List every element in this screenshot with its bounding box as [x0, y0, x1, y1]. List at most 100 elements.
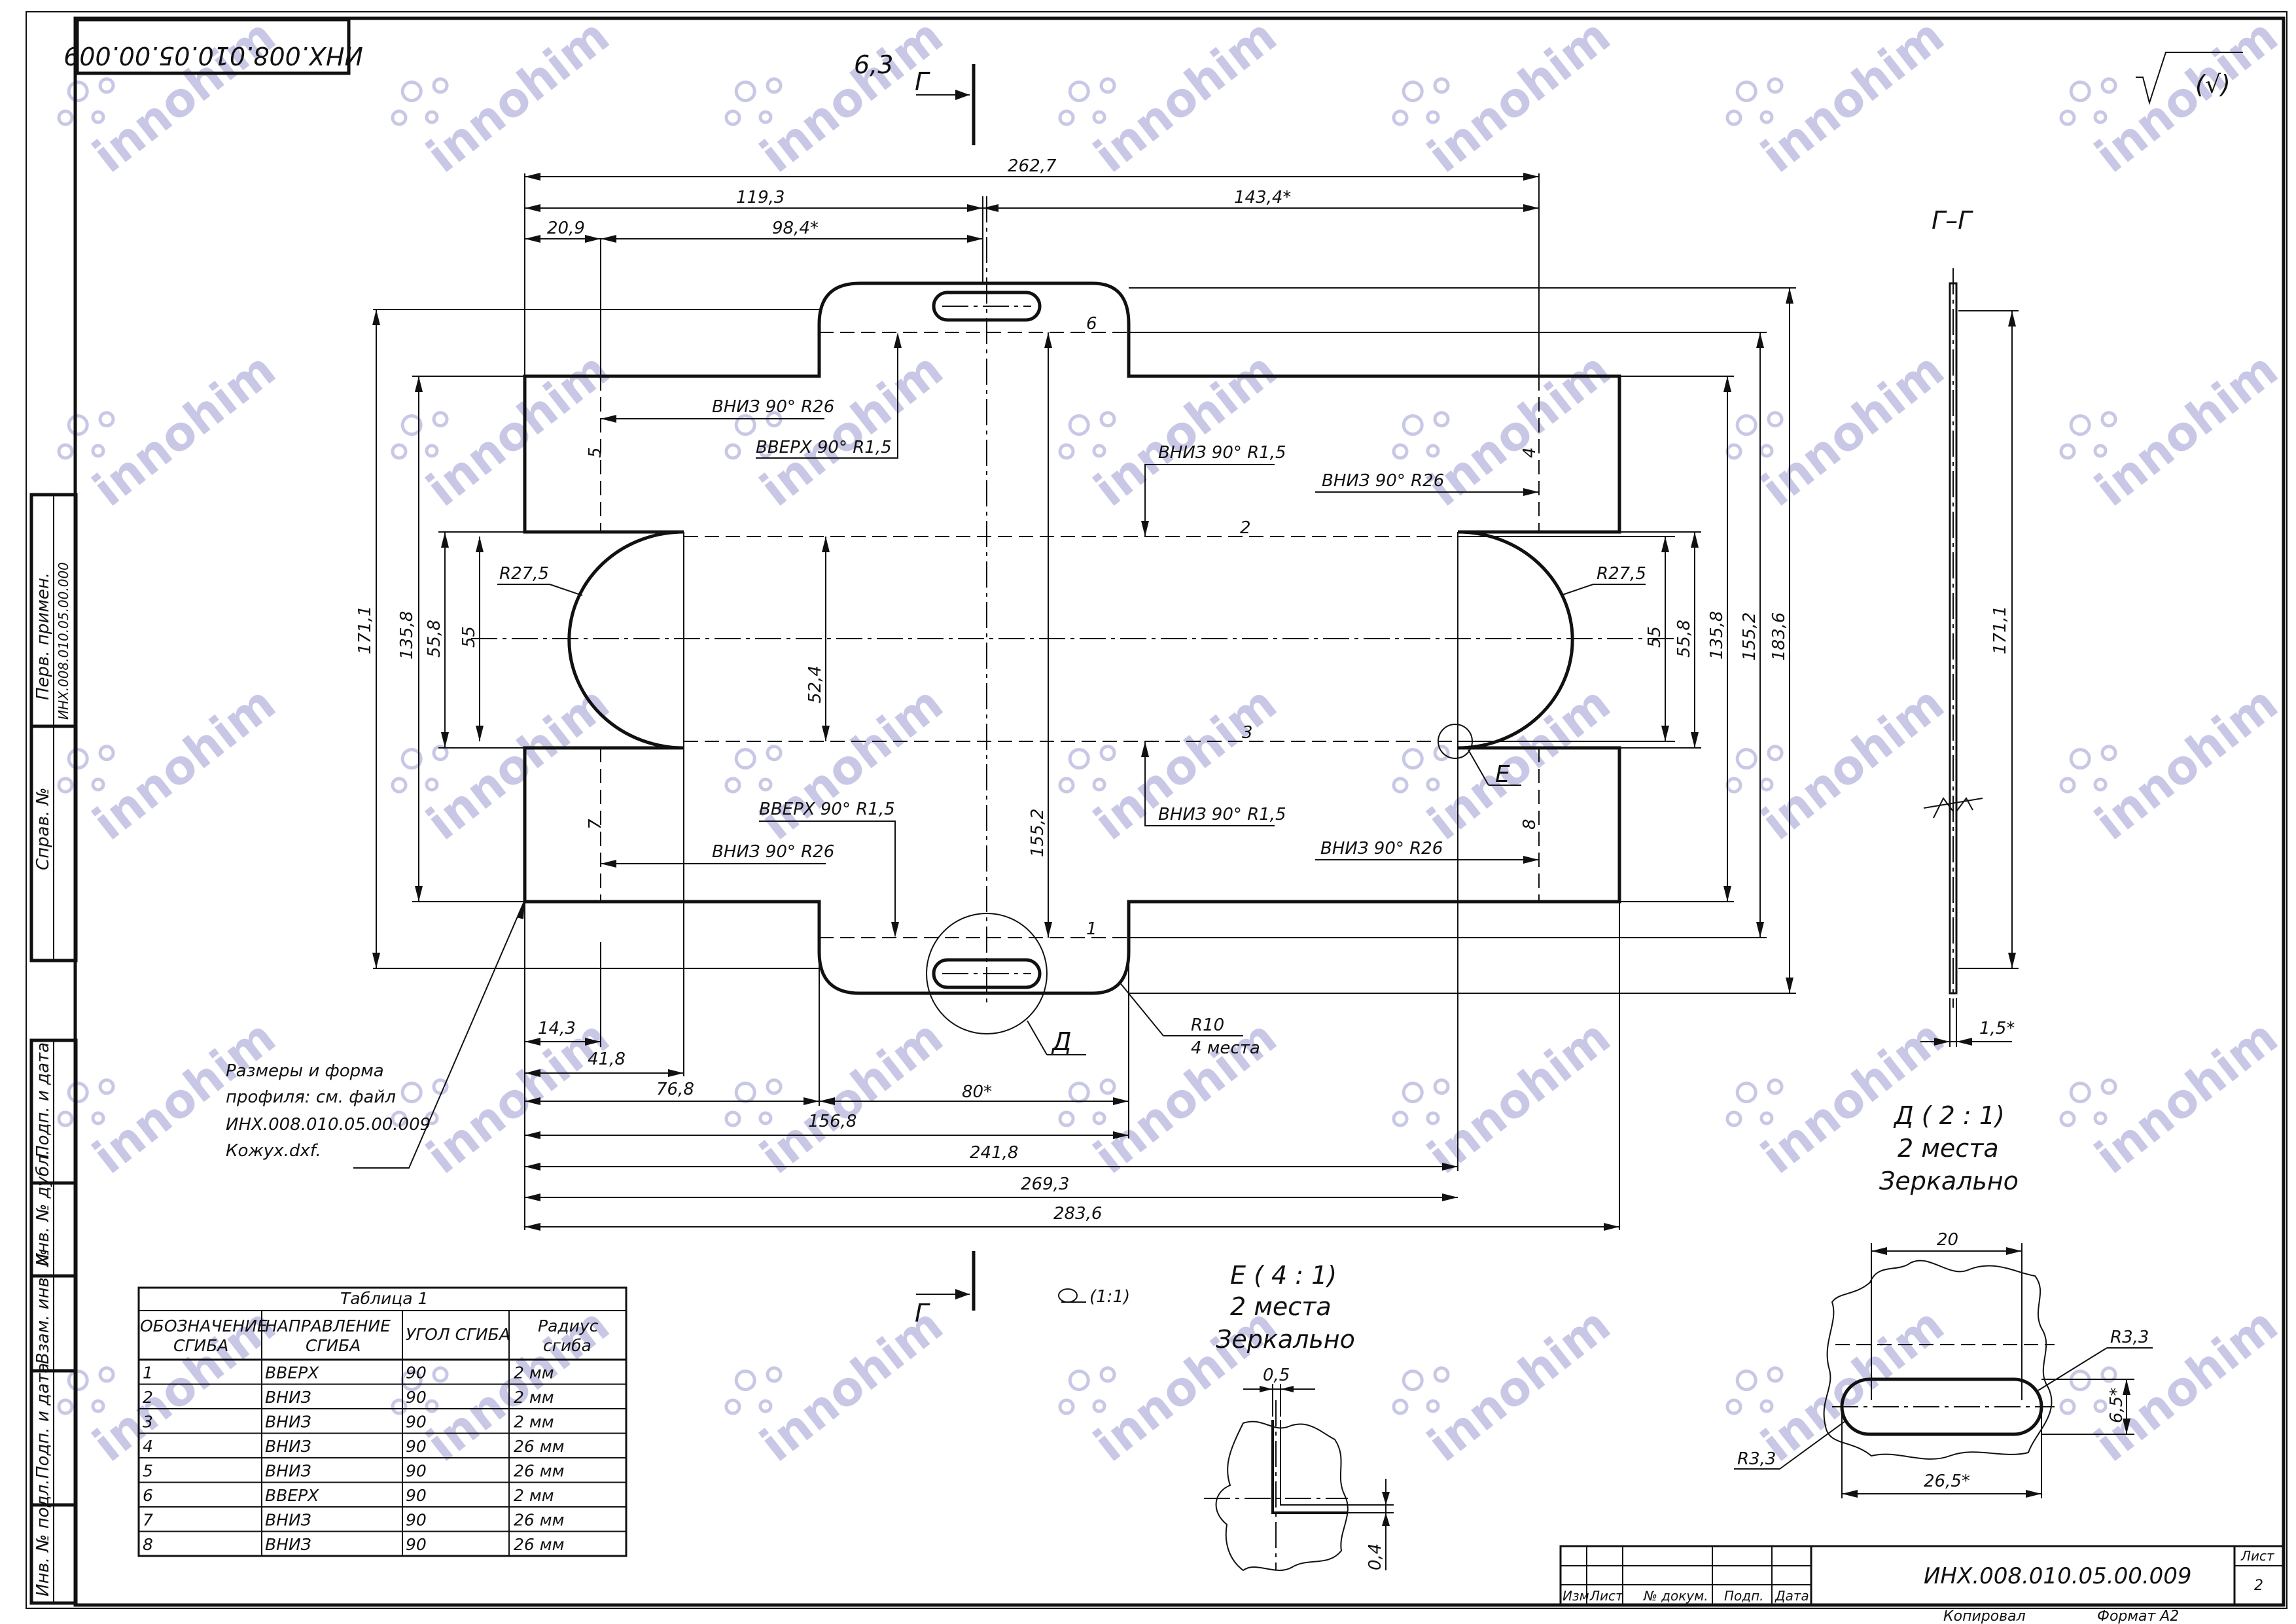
- watermark-logo: innohim: [391, 675, 619, 851]
- dim-262: 262,7: [1008, 156, 1057, 176]
- bend-table-cell: 90: [406, 1486, 427, 1505]
- dim-55-left: 55: [459, 626, 479, 648]
- right-vertical-dimensions: 55 55,8 135,8 155,2 183,6: [1129, 287, 1796, 994]
- bottom-dimensions: 14,3 41,8 76,8 80* 156,8 241,8 269,3 283…: [524, 748, 1620, 1231]
- bend-table-cell: 26 мм: [514, 1511, 564, 1530]
- perv-primen-value: ИНХ.008.010.05.00.000: [56, 562, 71, 720]
- watermark-logo: innohim: [1058, 1297, 1286, 1472]
- watermark-text: innohim: [1417, 675, 1620, 851]
- dim-52: 52,4: [805, 665, 825, 703]
- tb-podp: Подп.: [1724, 1588, 1764, 1604]
- tb-designation: ИНХ.008.010.05.00.009: [1924, 1563, 2192, 1589]
- rotated-code: ИНХ.008.010.05.00.009: [63, 41, 363, 70]
- view-d-label: Д: [1051, 1027, 1072, 1056]
- profile-note-line-2: профиля: см. файл: [226, 1087, 396, 1107]
- profile-note: Размеры и форма профиля: см. файл ИНХ.00…: [226, 902, 525, 1169]
- watermark-text: innohim: [1417, 1297, 1620, 1472]
- tb-format: Формат А2: [2097, 1608, 2179, 1624]
- watermark-text: innohim: [1417, 8, 1620, 183]
- bend-table-cell: 3: [143, 1413, 153, 1432]
- dim-55-8-left: 55,8: [425, 620, 444, 658]
- watermark-logo: innohim: [1392, 1009, 1620, 1184]
- bend-table-cell: 2 мм: [514, 1413, 554, 1432]
- dim-143: 143,4*: [1234, 188, 1291, 207]
- bend-table-cell: 2 мм: [514, 1486, 554, 1505]
- dim-98: 98,4*: [772, 219, 819, 238]
- rotated-code-box: [75, 18, 351, 75]
- tb-copied: Копировал: [1943, 1608, 2026, 1624]
- dim-241: 241,8: [970, 1143, 1018, 1163]
- watermark-text: innohim: [1751, 675, 1954, 851]
- bend-table-h2a: НАПРАВЛЕНИЕ: [265, 1316, 391, 1335]
- section-view: Г–Г 171,1 1,5*: [1920, 206, 2019, 1047]
- section-mark-bottom-label: Г: [915, 1299, 930, 1328]
- flatness-symbol: (1:1): [1058, 1287, 1130, 1307]
- detail-e-dim-0-5: 0,5: [1263, 1366, 1290, 1385]
- section-mark-bottom: Г: [915, 1251, 976, 1328]
- bend-table-cell: 90: [406, 1413, 427, 1432]
- bend-table-cell: ВНИЗ: [265, 1388, 311, 1407]
- dim-20-9: 20,9: [547, 219, 585, 238]
- watermark-logo: innohim: [57, 342, 285, 517]
- dim-156: 156,8: [808, 1112, 857, 1131]
- tb-izm: Изм: [1563, 1588, 1589, 1604]
- roughness-symbol: 6,3 (√): [854, 50, 2243, 105]
- watermark-logo: innohim: [2059, 8, 2287, 183]
- watermark-text: innohim: [750, 675, 953, 851]
- watermark-logo: innohim: [391, 1009, 619, 1184]
- watermark-text: innohim: [1084, 1297, 1286, 1472]
- watermark-logo: innohim: [57, 8, 285, 183]
- watermark-logo: innohim: [57, 1297, 285, 1472]
- dim-155-center: 155,2: [1028, 809, 1048, 857]
- watermark-logo: innohim: [391, 342, 619, 517]
- watermark-text: innohim: [1084, 342, 1286, 517]
- inv-podl-label: Инв. № подл.: [33, 1479, 53, 1597]
- profile-note-line-3: ИНХ.008.010.05.00.009: [226, 1115, 431, 1135]
- tb-no-dokum: № докум.: [1643, 1588, 1708, 1604]
- detail-e-dim-0-4: 0,4: [1366, 1544, 1385, 1570]
- watermark-text: innohim: [750, 342, 953, 517]
- watermark-logo: innohim: [1725, 1297, 1954, 1472]
- watermark-logo: innohim: [1392, 8, 1620, 183]
- svg-text:(√): (√): [2195, 70, 2231, 99]
- top-dimensions: 262,7 119,3 143,4* 20,9 98,4*: [524, 156, 1540, 376]
- detail-d-dim-26-5: 26,5*: [1924, 1472, 1970, 1491]
- tb-list: Лист: [1589, 1588, 1624, 1604]
- watermark-text: innohim: [1751, 342, 1954, 517]
- callout-r10-count: 4 места: [1191, 1038, 1260, 1058]
- dim-80: 80*: [962, 1082, 992, 1102]
- podp-data2-label: Подп. и дата: [33, 1363, 53, 1479]
- left-strip: Перв. примен. ИНХ.008.010.05.00.000 Спра…: [29, 493, 78, 1605]
- section-mark-top-label: Г: [915, 67, 930, 96]
- watermark-logo: innohim: [1725, 675, 1954, 851]
- dim-269: 269,3: [1021, 1174, 1069, 1194]
- watermark-text: innohim: [2085, 675, 2287, 851]
- profile-note-line-4: Кожух.dxf.: [226, 1141, 321, 1161]
- watermark-text: innohim: [416, 1009, 619, 1184]
- callout-vniz-r26-bl: ВНИЗ 90° R26: [712, 842, 834, 862]
- watermark-text: innohim: [416, 8, 619, 183]
- watermark-text: innohim: [416, 342, 619, 517]
- watermark-logo: innohim: [724, 1009, 953, 1184]
- bend-callouts: ВНИЗ 90° R26 ВВЕРХ 90° R1,5 ВНИЗ 90° R1,…: [497, 332, 1646, 1058]
- bend-label-6: 6: [1086, 314, 1097, 334]
- bend-table-cell: 90: [406, 1364, 427, 1383]
- dim-section-171: 171,1: [1990, 606, 2010, 654]
- bend-table-h3a: УГОЛ СГИБА: [406, 1325, 510, 1344]
- dim-135-right: 135,8: [1707, 611, 1727, 660]
- bend-table-title: Таблица 1: [340, 1289, 428, 1308]
- watermark-text: innohim: [1751, 8, 1954, 183]
- detail-e-mirror: Зеркально: [1216, 1325, 1355, 1354]
- tb-sheet-number: 2: [2254, 1578, 2263, 1594]
- bend-table-h2b: СГИБА: [306, 1336, 361, 1355]
- watermark-logo: innohim: [2059, 675, 2287, 851]
- callout-vverh-bl: ВВЕРХ 90° R1,5: [759, 800, 895, 819]
- watermark-logo: innohim: [1725, 342, 1954, 517]
- detail-d-dim-20: 20: [1937, 1230, 1958, 1250]
- bend-label-8: 8: [1520, 819, 1540, 830]
- bend-table-h4b: сгиба: [543, 1336, 592, 1355]
- outer-frame: [26, 11, 2287, 1609]
- dim-119: 119,3: [736, 188, 785, 207]
